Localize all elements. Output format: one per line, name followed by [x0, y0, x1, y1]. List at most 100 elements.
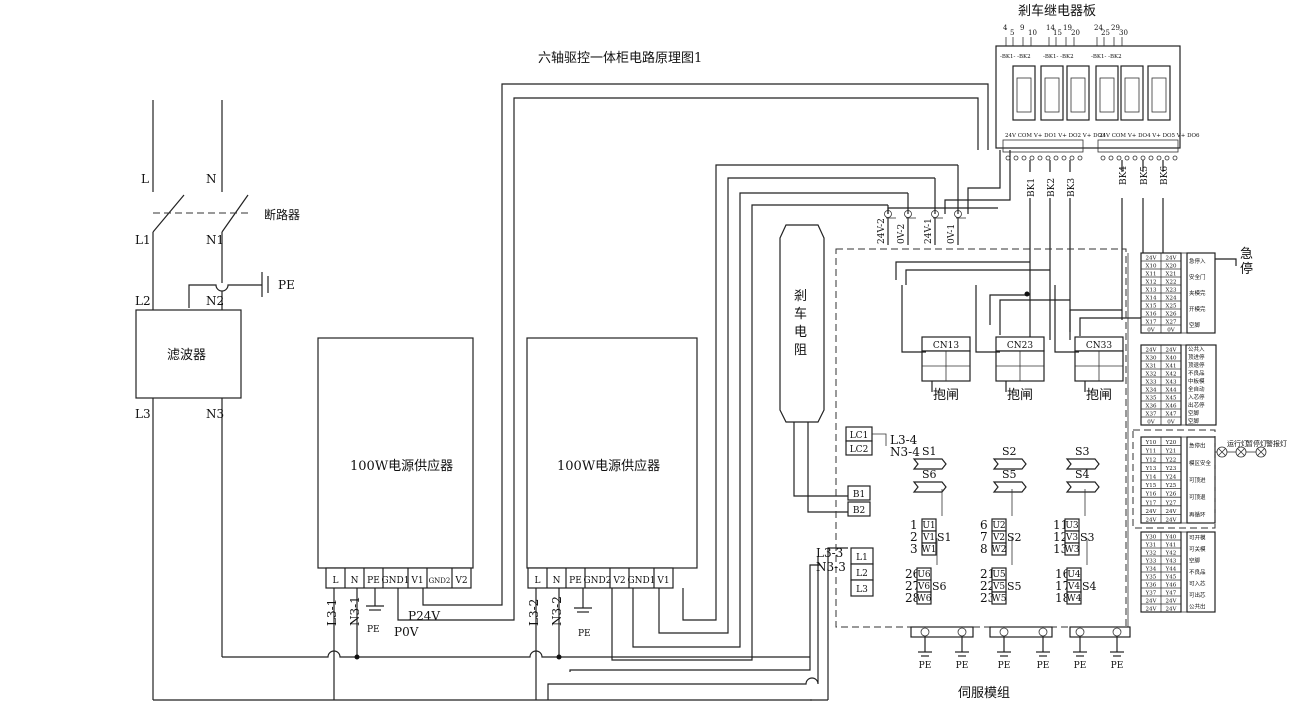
io-block-3-pin-y16: Y16 [1145, 492, 1157, 498]
relay-board-title: 剎车继电器板 [1018, 3, 1096, 19]
io-block-3-note-5: 再循环 [1189, 510, 1206, 518]
io-block-1-note-4: 开模完 [1189, 305, 1206, 313]
io-block-2-pin-x36: X36 [1146, 404, 1157, 410]
servo-in-n: N3-3 [816, 560, 846, 574]
uvw-s-6: S4 [1082, 580, 1097, 593]
relay-pin-10: 10 [1028, 29, 1037, 37]
io-block-1-pin-x10: X10 [1146, 264, 1157, 270]
io-block-3-pin-y24: Y24 [1165, 475, 1177, 481]
cn-label-3: CN33 [1086, 341, 1112, 351]
uvw-label-v5: V5 [992, 582, 1005, 592]
io-block-4-pin-y32: Y32 [1145, 551, 1157, 557]
io-block-1-pin-x23: X23 [1166, 288, 1177, 294]
io-block-1-pin-x24: X24 [1166, 296, 1177, 302]
psu-1-terminal-l: L [333, 576, 339, 586]
relay-cell-1 [1012, 65, 1036, 121]
io-block-2-pin-24v: 24V [1146, 348, 1158, 354]
relay-pin-25: 25 [1101, 29, 1110, 37]
uvw-label-u2: U2 [992, 521, 1005, 531]
lc2-terminal [845, 440, 873, 456]
io-block-2-notes-frame [1185, 344, 1217, 426]
io-block-1-pin-x13: X13 [1146, 288, 1157, 294]
servo-switch-4 [992, 481, 1027, 493]
pe-label-4: PE [1037, 661, 1050, 671]
io-block-3-pin-y20: Y20 [1165, 440, 1177, 446]
breaker-label: 断路器 [264, 207, 300, 222]
servo-switch-label-3: S2 [1002, 445, 1017, 458]
uvw-num-6: 6 [980, 518, 988, 532]
io-block-4-note-7: 公共出 [1189, 602, 1206, 610]
uvw-s-1: S1 [937, 531, 952, 544]
io-block-3-pin-y11: Y11 [1145, 449, 1157, 455]
io-block-4-pin-y47: Y47 [1165, 591, 1177, 597]
io-block-3-pin-y17: Y17 [1145, 500, 1157, 506]
servo-switch-label-4: S5 [1002, 468, 1017, 481]
psu-2-box [526, 337, 698, 569]
pe-strip-1 [910, 626, 974, 638]
brake-resistor-char-1: 剎 [794, 289, 807, 304]
io-block-2-pin-x33: X33 [1146, 380, 1157, 386]
brake-resistor-char-2: 车 [794, 306, 807, 322]
uvw-s-4: S6 [932, 580, 947, 593]
uvw-label-v3: V3 [1065, 533, 1078, 543]
relay-coil-3 [1070, 77, 1086, 113]
lc-in-n: N3-4 [890, 445, 920, 459]
io-block-2-note-4: 不良品 [1188, 369, 1205, 377]
psu-2-terminal-v2: V2 [612, 576, 625, 586]
io-block-4-note-1: 可开模 [1189, 534, 1206, 542]
uvw-label-u3: U3 [1065, 521, 1079, 531]
uvw-label-w1: W1 [922, 545, 937, 555]
uvw-label-w6: W6 [917, 594, 932, 604]
pe-label-2: PE [956, 661, 969, 671]
io-block-1-pin-x17: X17 [1146, 320, 1157, 326]
io-block-2-pin-x40: X40 [1166, 356, 1177, 362]
io-block-4-pin-y41: Y41 [1165, 543, 1177, 549]
io-block-3-pin-y15: Y15 [1145, 483, 1157, 489]
servo-switch-2 [912, 481, 947, 493]
label-n: N [206, 172, 217, 186]
pe-label-1: PE [919, 661, 932, 671]
io-block-4-note-2: 可关模 [1189, 545, 1206, 553]
relay-bottom-strip-2 [1097, 139, 1179, 153]
relay-pin-5: 5 [1010, 29, 1014, 37]
psu-2-in-l: L3-2 [527, 599, 541, 626]
brake-resistor-char-3: 电 [794, 325, 807, 340]
io-block-3-pin-24v: 24V [1166, 509, 1178, 515]
label-n2: N2 [206, 294, 224, 308]
psu-2-label: 100W电源供应器 [557, 458, 660, 474]
relay-pin-4: 4 [1003, 24, 1008, 32]
io-block-3-pin-24v: 24V [1146, 518, 1158, 524]
io-block-1-notes-frame [1186, 252, 1216, 334]
io-block-2-note-6: 全自动 [1188, 385, 1205, 393]
io-block-3-pin-y12: Y12 [1145, 457, 1157, 463]
uvw-label-u1: U1 [922, 521, 935, 531]
cn-label-2: CN23 [1007, 341, 1033, 351]
io-block-1-pin-x11: X11 [1146, 272, 1157, 278]
estop-label-2: 停 [1240, 261, 1253, 277]
io-block-4-pin-24v: 24V [1166, 599, 1178, 605]
label-l3: L3 [135, 407, 151, 421]
servo-switch-6 [1065, 481, 1100, 493]
psu-1-pe: PE [367, 625, 380, 635]
relay-bk3: BK3 [1067, 178, 1077, 197]
pe-label-5: PE [1074, 661, 1087, 671]
io-block-3-note-2: 模区安全 [1189, 459, 1212, 467]
relay-cell-2 [1040, 65, 1064, 121]
label-l: L [141, 172, 149, 186]
lc-in-l: L3-4 [890, 433, 918, 447]
io-block-3-pin-y25: Y25 [1165, 483, 1177, 489]
brake-resistor-char-4: 阻 [794, 343, 807, 358]
uvw-num-2: 2 [910, 530, 918, 544]
io-block-2-pin-24v: 24V [1166, 348, 1178, 354]
relay-coil-6 [1151, 77, 1167, 113]
filter-label: 滤波器 [167, 348, 206, 363]
brake-label-2: 抱闸 [1007, 387, 1033, 403]
uvw-num-8: 8 [980, 542, 988, 556]
cn-label-1: CN13 [933, 341, 959, 351]
